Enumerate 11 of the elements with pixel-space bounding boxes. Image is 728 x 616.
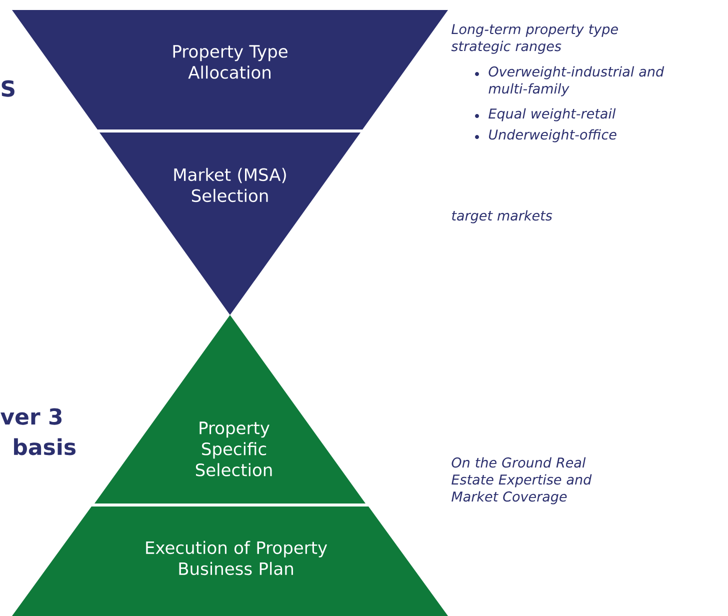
funnel-section: Market (MSA) Selection <box>100 132 360 315</box>
pyramid-section: Property Specific Selection <box>94 315 366 504</box>
side-heading: basis <box>14 438 76 456</box>
bullet-text: Equal weight-retail <box>488 108 616 122</box>
pyramid-section: Execution of Property Business Plan <box>12 506 448 616</box>
bullet-text: Underweight-office <box>489 129 616 142</box>
side-heading: S <box>2 80 14 97</box>
annotation-text: target markets <box>452 210 552 224</box>
bullet-text: Overweight-industrial and multi-family <box>488 66 664 96</box>
annotation-text: On the Ground Real Estate Expertise and Market Coverage <box>452 457 592 504</box>
side-heading: ver 3 <box>0 408 62 425</box>
